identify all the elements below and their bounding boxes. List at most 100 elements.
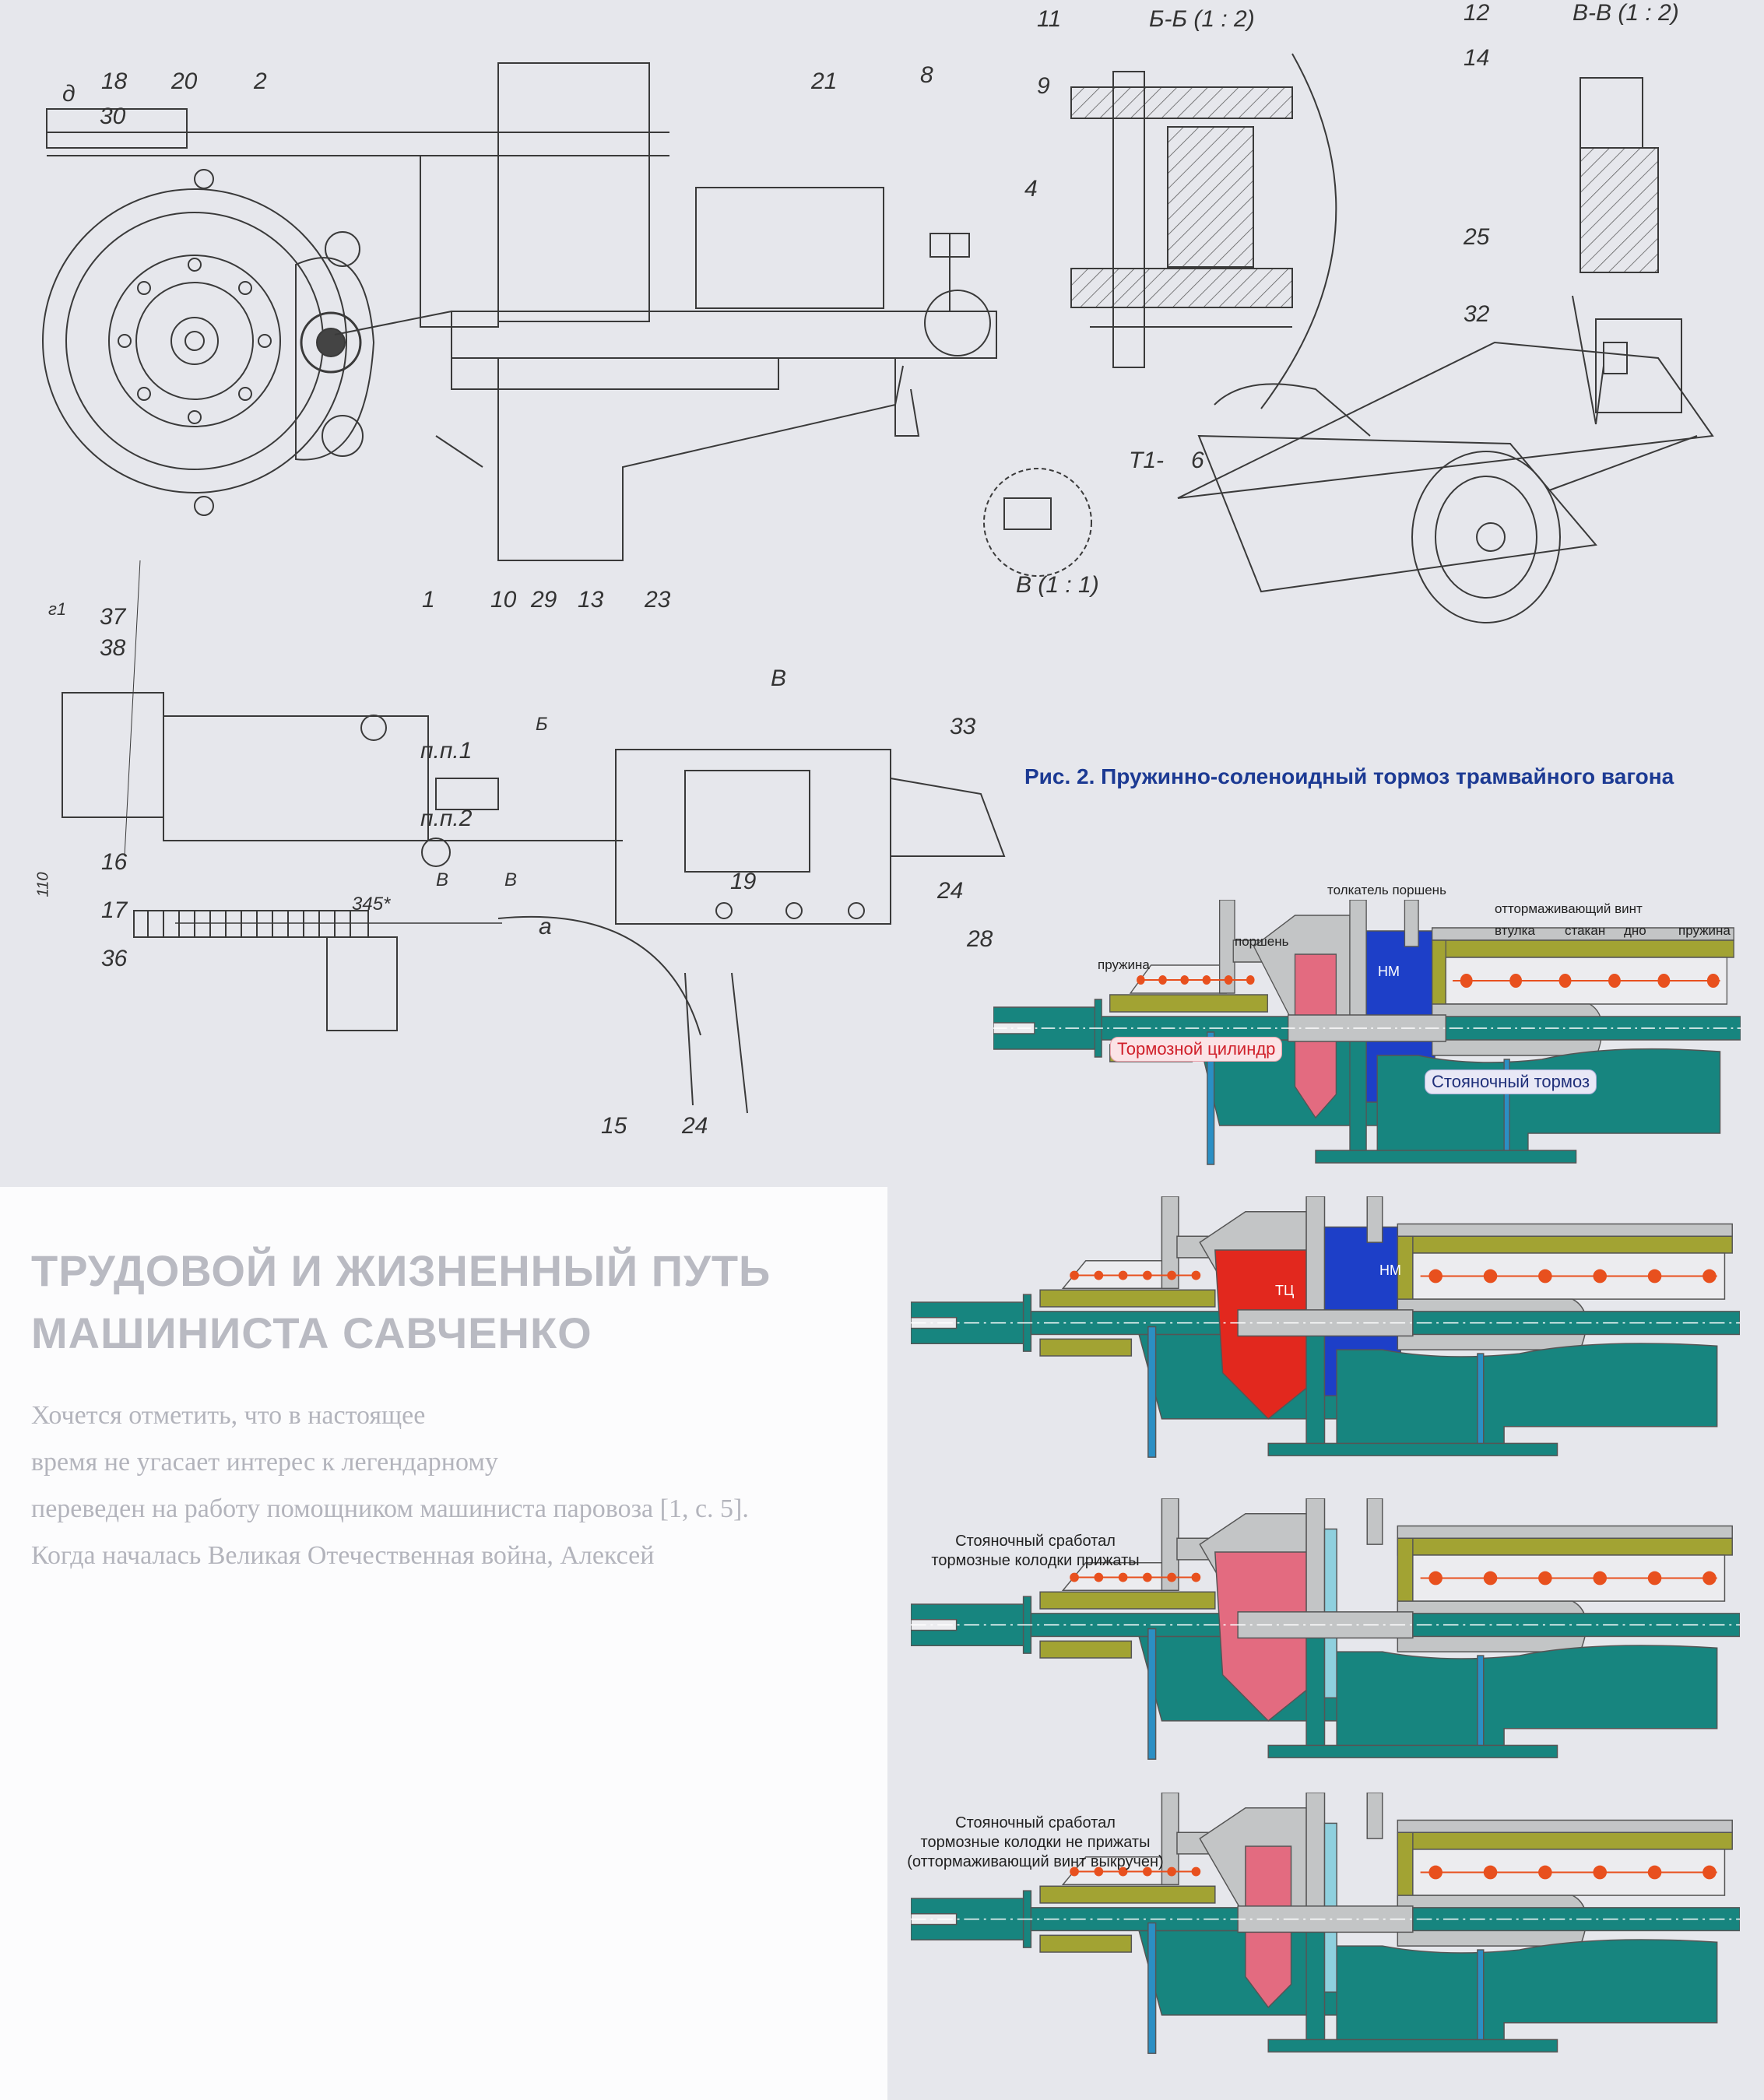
part-number: 28 [967,926,993,952]
spring-coil [1137,975,1145,985]
cut-label: В [436,869,449,890]
spring-coil [1483,1269,1498,1284]
right-flange [1366,1196,1383,1243]
spring-coil [1143,1866,1152,1877]
brake-diagram-service [911,1196,1740,1458]
part-number: 17 [101,897,128,923]
left-sleeve-lower [1039,1640,1133,1659]
part-number: 20 [171,68,198,94]
spring-coil [1428,1571,1442,1586]
spring-coil [1483,1865,1498,1880]
cup [1397,1537,1733,1556]
label-cup: стакан [1565,923,1606,938]
part-number: 1 [422,587,435,613]
right-flange [1366,1498,1383,1545]
left-sleeve-upper [1039,1591,1216,1610]
label-piston: поршень [1235,934,1289,949]
label-spring-left: пружина [1098,957,1150,972]
drawing-main-view [42,62,1092,924]
spring-coil [1428,1865,1442,1880]
part-number: 2 [254,68,267,94]
label-parking-brake: Стояночный тормоз [1425,1069,1597,1094]
view-label: д [62,81,76,107]
left-sleeve-upper [1109,994,1268,1013]
motor-box [695,187,884,309]
spring-coil [1706,974,1720,988]
part-number: 16 [101,849,128,875]
flange-line-right [1477,1353,1485,1454]
left-sleeve-lower [1039,1934,1133,1953]
drawing-view-g1 [61,692,1006,1114]
part-number: 9 [1037,73,1050,99]
ghost-line: Хочется отметить, что в настоящее [31,1401,426,1430]
spring-coil [1657,974,1671,988]
brake-diagram-parking-released [911,1793,1740,2054]
left-sleeve-lower [1039,1338,1133,1357]
part-number: 13 [578,587,604,613]
spring-coil [1593,1571,1608,1586]
dimension-label: 110 [34,872,52,897]
dimension-label: 345* [352,894,391,915]
spring-coil [1460,974,1473,988]
center-flange-bottom [1305,1333,1326,1451]
cut-label: Б [536,714,548,735]
right-lower-body [1376,1048,1721,1157]
spring-coil [1143,1270,1152,1280]
ghost-headline-2: МАШИНИСТА САВЧЕНКО [31,1308,592,1357]
bottom-rail [1315,1150,1577,1164]
spring-coil [1558,974,1572,988]
spring-coil [1647,1571,1662,1586]
spring-coil [1118,1270,1128,1280]
fork-slot [911,1317,958,1329]
left-sleeve-upper [1039,1289,1216,1308]
section-title-vv: В-В (1 : 2) [1572,0,1679,26]
part-number: 8 [920,62,933,88]
spring-coil [1094,1572,1104,1582]
brake-diagram-released [993,900,1741,1165]
center-flange-bottom [1349,1039,1367,1157]
center-flange-bottom [1305,1930,1326,2047]
right-housing-top [1397,1819,1733,1833]
part-number: 29 [531,587,557,613]
ghost-line: Когда началась Великая Отечественная вой… [31,1541,655,1570]
part-number: 24 [937,878,964,904]
spring-coil [1202,975,1211,985]
part-number: 19 [730,869,757,894]
spring-coil [1538,1571,1552,1586]
spring-coil [1167,1866,1176,1877]
part-number: 4 [1024,176,1038,202]
flange-line-right [1477,1655,1485,1756]
label-nm: НМ [1379,1262,1401,1278]
label-bottom: дно [1624,923,1646,938]
housing [497,62,650,322]
part-number: 14 [1464,45,1490,71]
motor-box-lower [615,749,891,925]
caption-line: тормозные колодки не прижаты [920,1834,1151,1851]
bottom-rail [1267,1744,1558,1758]
cup [1432,939,1734,958]
bearing [300,311,362,374]
label-pusher-piston: толкатель поршень [1327,883,1446,897]
ghost-line: время не угасает интерес к легендарному [31,1448,498,1477]
section-title-v11: В (1 : 1) [1016,572,1099,598]
right-lower-body [1336,1343,1718,1451]
part-number: 23 [645,587,671,613]
label-nm: НМ [1378,964,1400,979]
spring-coil [1191,1866,1201,1877]
spring-coil [1070,1572,1079,1582]
spring-coil [1143,1572,1152,1582]
flange-line-left [1147,1326,1157,1458]
spring-coil [1483,1571,1498,1586]
brake-diagram-parking-applied [911,1498,1740,1760]
part-number: 21 [811,68,838,94]
label-brake-cylinder: Тормозной цилиндр [1110,1037,1283,1062]
flange-line-left [1207,1031,1215,1165]
part-number: 15 [601,1113,627,1139]
part-number: 25 [1464,224,1490,250]
caption-line: Стояночный сработал [955,1814,1116,1831]
spring-coil [1191,1270,1201,1280]
right-lower-body [1336,1645,1718,1753]
caption-line: Стояночный сработал [955,1533,1116,1550]
flange-line-left [1147,1628,1157,1760]
spring-coil [1191,1572,1201,1582]
